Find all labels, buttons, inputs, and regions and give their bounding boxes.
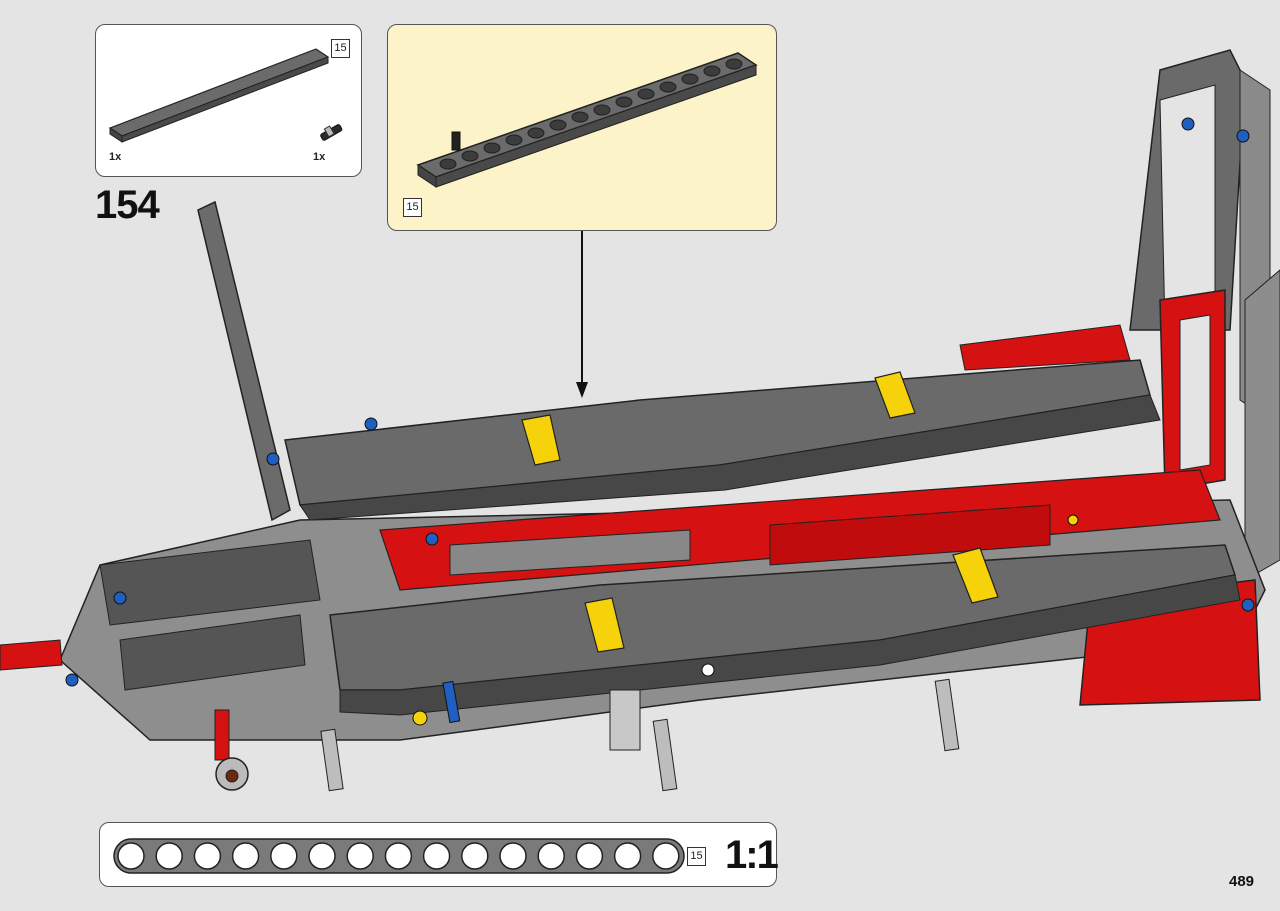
- parts-pin-quantity: 1x: [313, 151, 326, 163]
- scale-ruler-box: 15: [99, 822, 777, 887]
- part-beam-15: [108, 48, 330, 143]
- ruler-hole: [270, 842, 298, 870]
- chassis-base: [0, 469, 1266, 741]
- ruler-hole: [117, 842, 145, 870]
- ruler-hole: [499, 842, 527, 870]
- parts-list-illustration: [108, 48, 343, 143]
- ruler-length-tag: 15: [687, 847, 706, 866]
- parts-beam-quantity: 1x: [109, 151, 122, 163]
- yellow-tiles: [521, 371, 999, 653]
- step-number: 154: [95, 183, 160, 227]
- ruler-hole: [308, 842, 336, 870]
- ruler-hole: [155, 842, 183, 870]
- ruler-hole: [231, 842, 260, 870]
- callout-length-tag: 15: [403, 198, 422, 217]
- page-number: 489: [1229, 873, 1255, 890]
- ruler-hole: [652, 842, 680, 870]
- callout-beam: [416, 52, 758, 188]
- ruler-hole: [537, 842, 565, 870]
- part-pin: [320, 124, 343, 141]
- ruler-hole: [422, 842, 451, 870]
- ruler-hole: [461, 842, 489, 870]
- upper-deck-panels: [284, 324, 1161, 521]
- ruler-hole: [384, 842, 413, 870]
- axles-and-gears: [214, 678, 960, 792]
- scale-label: 1:1: [725, 833, 779, 877]
- ruler-hole: [193, 842, 222, 870]
- ruler-hole: [575, 842, 604, 870]
- ruler-holes: [117, 842, 680, 870]
- subassembly-callout: 15: [387, 24, 777, 231]
- parts-beam-length-tag: 15: [331, 39, 350, 58]
- upright-frame-right: [1129, 49, 1280, 581]
- ruler-hole: [613, 842, 642, 870]
- vertical-beam-left: [197, 200, 291, 522]
- ruler-beam-illustration: [113, 838, 685, 874]
- placement-arrow: [576, 231, 588, 398]
- ruler-hole: [346, 842, 374, 870]
- parts-list-box: 15 1x 1x: [95, 24, 362, 177]
- lower-deck-panels: [99, 539, 1241, 716]
- callout-illustration: [416, 52, 758, 188]
